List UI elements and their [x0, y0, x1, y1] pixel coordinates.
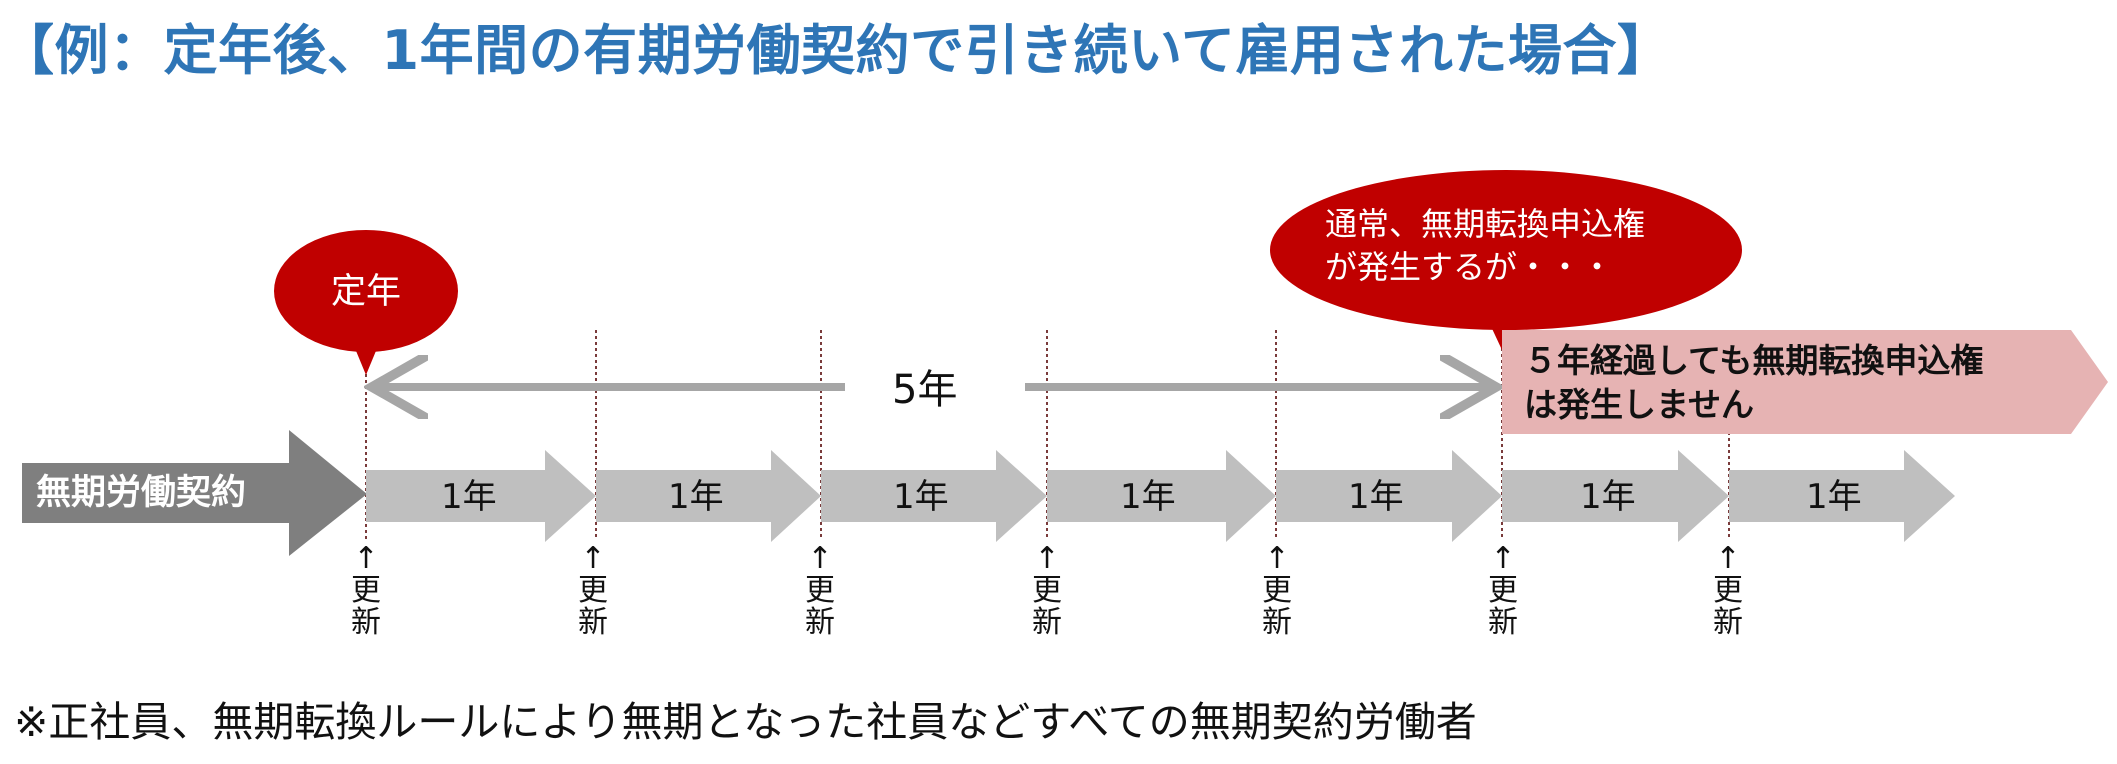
- year-label: 1年: [441, 477, 497, 517]
- year-label: 1年: [1348, 477, 1404, 517]
- svg-text:新: 新: [1032, 605, 1062, 640]
- result-line1: ５年経過しても無期転換申込権: [1524, 341, 1983, 380]
- svg-text:新: 新: [1488, 605, 1518, 640]
- svg-text:↑: ↑: [353, 541, 378, 576]
- svg-text:↑: ↑: [807, 541, 832, 576]
- year-label: 1年: [668, 477, 724, 517]
- year-label: 1年: [1120, 477, 1176, 517]
- open-contract-arrow: 無期労働契約: [22, 430, 367, 556]
- renewal-mark: ↑ 更 新: [1488, 541, 1518, 640]
- svg-text:↑: ↑: [1490, 541, 1515, 576]
- callout-bubble: 通常、無期転換申込権 が発生するが・・・: [1270, 170, 1742, 350]
- renewal-mark: ↑ 更 新: [578, 541, 608, 640]
- year-arrow: [1729, 450, 1955, 542]
- year-label: 1年: [1580, 477, 1636, 517]
- five-year-span: 5年: [372, 367, 1496, 413]
- svg-text:新: 新: [1262, 605, 1292, 640]
- span-label: 5年: [892, 367, 957, 413]
- result-line2: は発生しません: [1524, 385, 1754, 424]
- svg-text:新: 新: [805, 605, 835, 640]
- svg-text:更: 更: [1488, 573, 1518, 608]
- svg-text:更: 更: [351, 573, 381, 608]
- year-labels: 1年 1年 1年 1年 1年 1年 1年: [441, 477, 1862, 517]
- renewal-mark: ↑ 更 新: [351, 541, 381, 640]
- svg-text:更: 更: [1262, 573, 1292, 608]
- svg-text:更: 更: [1713, 573, 1743, 608]
- year-arrow: [596, 450, 821, 542]
- svg-text:↑: ↑: [1715, 541, 1740, 576]
- callout-line2: が発生するが・・・: [1325, 248, 1613, 286]
- year-arrow: [1276, 450, 1502, 542]
- year-arrow: [1502, 450, 1729, 542]
- svg-text:↑: ↑: [1264, 541, 1289, 576]
- page-title: 【例：定年後、1年間の有期労働契約で引き続いて雇用された場合】: [0, 19, 1672, 82]
- svg-text:新: 新: [578, 605, 608, 640]
- year-label: 1年: [893, 477, 949, 517]
- svg-text:更: 更: [1032, 573, 1062, 608]
- renewal-mark: ↑ 更 新: [1032, 541, 1062, 640]
- year-arrow: [366, 450, 596, 542]
- svg-text:更: 更: [578, 573, 608, 608]
- svg-text:↑: ↑: [580, 541, 605, 576]
- svg-text:新: 新: [1713, 605, 1743, 640]
- retirement-bubble: 定年: [274, 230, 458, 375]
- retirement-label: 定年: [331, 272, 401, 312]
- renewal-mark: ↑ 更 新: [805, 541, 835, 640]
- result-banner: ５年経過しても無期転換申込権 は発生しません: [1502, 330, 2108, 434]
- svg-text:更: 更: [805, 573, 835, 608]
- renewal-labels: ↑ 更 新 ↑ 更 新 ↑ 更 新 ↑ 更 新 ↑ 更 新 ↑ 更 新: [351, 541, 1743, 640]
- year-arrow: [1047, 450, 1276, 542]
- year-label: 1年: [1806, 477, 1862, 517]
- svg-text:↑: ↑: [1034, 541, 1059, 576]
- renewal-mark: ↑ 更 新: [1262, 541, 1292, 640]
- open-contract-label: 無期労働契約: [36, 473, 246, 513]
- callout-line1: 通常、無期転換申込権: [1325, 205, 1645, 243]
- year-arrow: [821, 450, 1047, 542]
- footnote: ※正社員、無期転換ルールにより無期となった社員などすべての無期契約労働者: [14, 698, 1477, 746]
- renewal-mark: ↑ 更 新: [1713, 541, 1743, 640]
- svg-text:新: 新: [351, 605, 381, 640]
- year-arrows: [366, 450, 1955, 542]
